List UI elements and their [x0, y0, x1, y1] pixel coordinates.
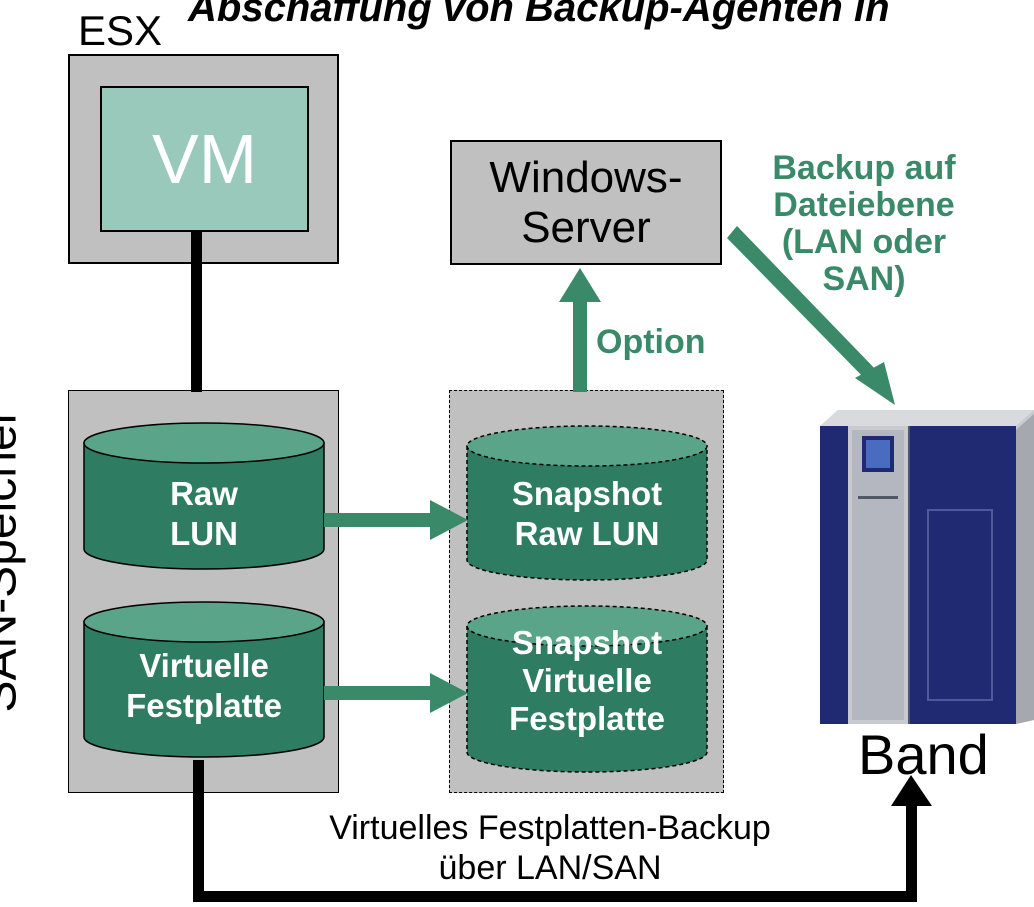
raw-lun-line-2: LUN — [170, 515, 238, 552]
snapshot-virtual-disk-cylinder — [466, 605, 708, 773]
esx-label: ESX — [78, 7, 163, 54]
backup-label-line-4: SAN) — [822, 260, 906, 298]
raw-lun-line-1: Raw — [170, 475, 238, 512]
snapshot-virtual-disk-line-2: Virtuelle — [522, 662, 652, 699]
snapshot-raw-lun-line-2: Raw LUN — [514, 515, 660, 552]
snapshot-virtual-disk-line-3: Festplatte — [509, 700, 665, 737]
virtual-disk-to-snapshot-arrow — [324, 673, 468, 713]
raw-lun-to-snapshot-arrow — [324, 500, 468, 540]
vm-box: VM — [100, 86, 309, 232]
virtual-disk-line-1: Virtuelle — [139, 647, 269, 684]
snapshot-raw-lun-cylinder — [466, 425, 708, 581]
backup-label-line-3: (LAN oder — [781, 223, 947, 261]
backup-path-line — [193, 760, 932, 902]
backup-file-level-label: Backup auf Dateiebene (LAN oder SAN) — [744, 150, 984, 298]
snapshot-raw-lun-label: Snapshot Raw LUN — [467, 474, 707, 554]
esx-san-connector — [191, 232, 202, 392]
virtual-disk-label: Virtuelle Festplatte — [84, 646, 324, 726]
raw-lun-cylinder — [83, 422, 325, 570]
virtual-disk-cylinder — [83, 601, 325, 758]
snapshot-virtual-disk-line-1: Snapshot — [511, 624, 663, 661]
option-label: Option — [596, 323, 706, 361]
vm-label: VM — [152, 120, 257, 198]
raw-lun-label: Raw LUN — [84, 474, 324, 554]
backup-label-line-1: Backup auf — [772, 149, 956, 187]
tape-library-icon — [820, 410, 1034, 724]
windows-server-line-2: Server — [521, 202, 651, 252]
band-label: Band — [858, 723, 989, 786]
windows-server-line-1: Windows- — [489, 152, 683, 202]
option-arrow — [559, 268, 601, 392]
backup-label-line-2: Dateiebene — [773, 186, 955, 224]
snapshot-virtual-disk-label: Snapshot Virtuelle Festplatte — [467, 624, 707, 738]
snapshot-raw-lun-line-1: Snapshot — [511, 475, 663, 512]
backup-to-tape-arrow — [727, 226, 895, 405]
virtual-disk-line-2: Festplatte — [126, 687, 282, 724]
windows-server-box: Windows- Server — [450, 140, 722, 265]
diagram-title: Abschaffung von Backup-Agenten in — [188, 0, 890, 30]
bottom-label-line-1: Virtuelles Festplatten-Backup — [329, 809, 771, 847]
virtual-disk-backup-label: Virtuelles Festplatten-Backup über LAN/S… — [240, 808, 860, 888]
bottom-label-line-2: über LAN/SAN — [438, 849, 662, 887]
